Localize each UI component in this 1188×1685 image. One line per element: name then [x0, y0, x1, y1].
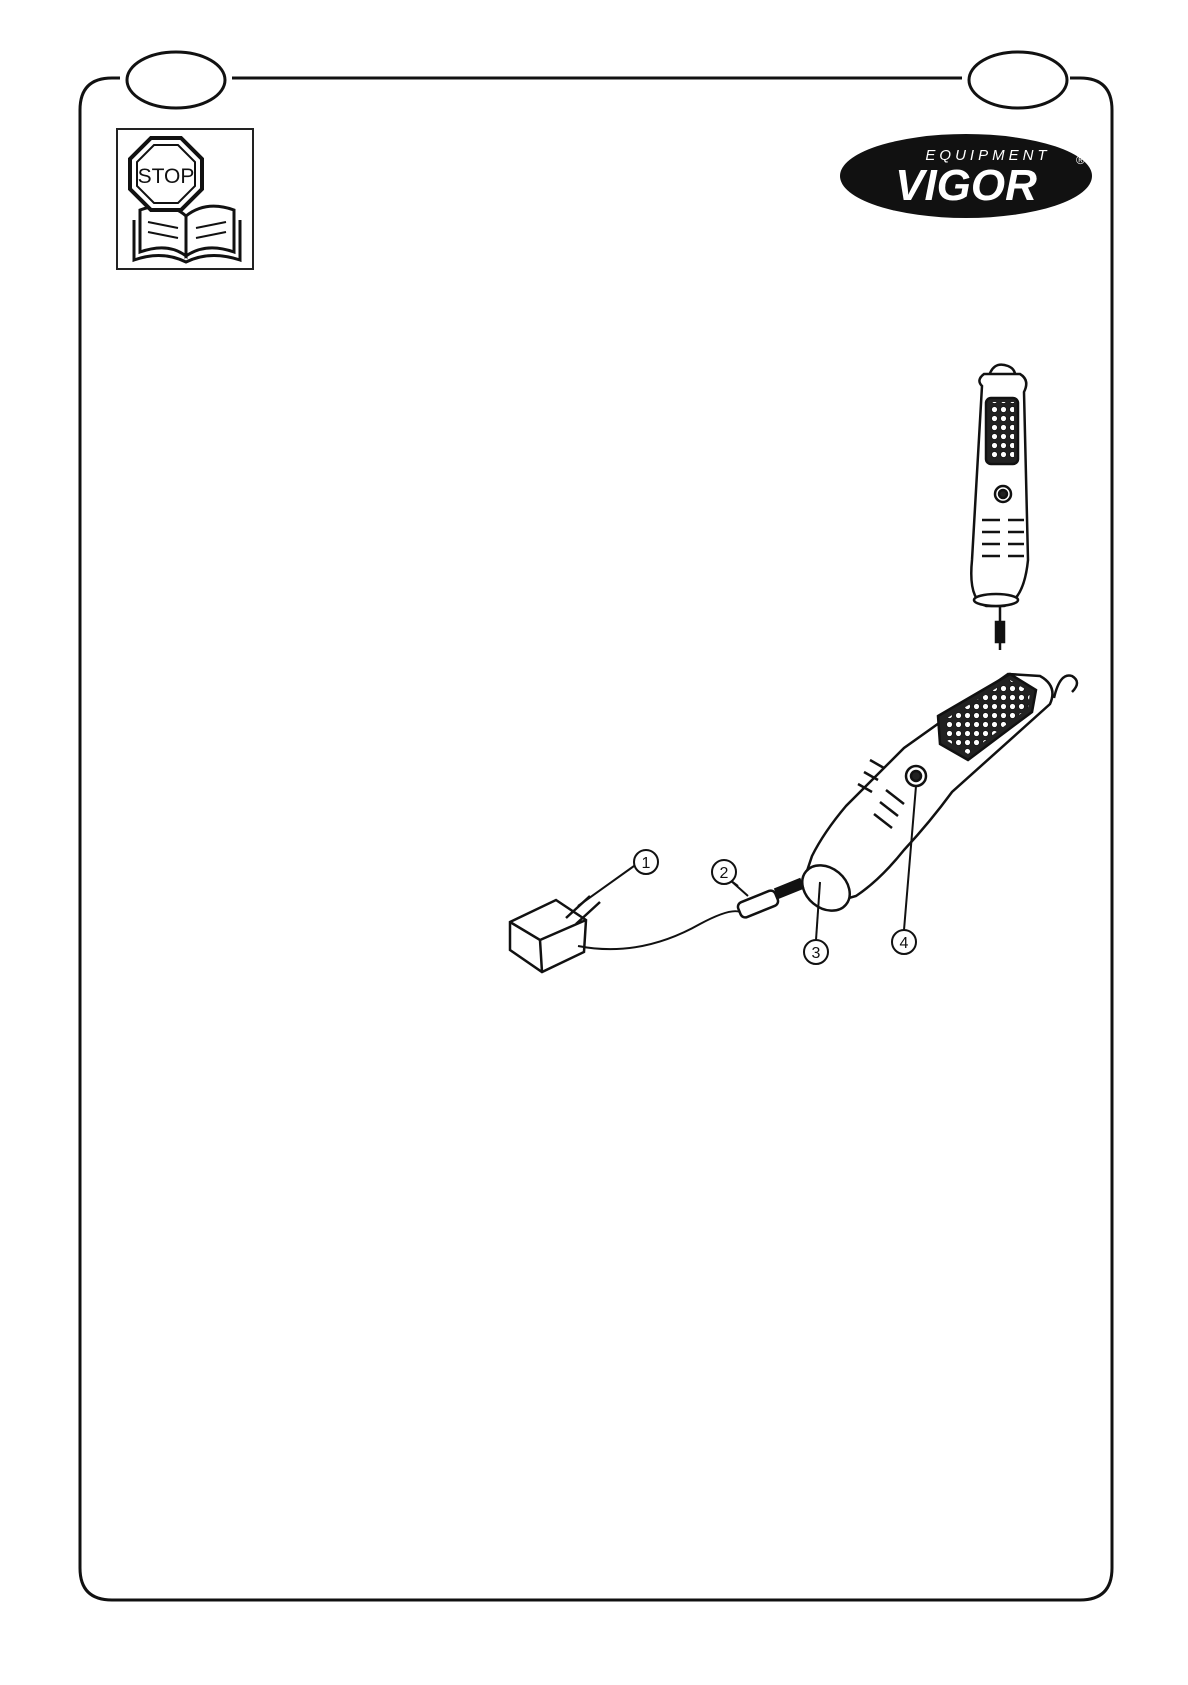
lamp-upright	[971, 365, 1028, 650]
callout-4-number: 4	[900, 935, 909, 952]
lamp-diagonal	[793, 674, 1077, 920]
callout-2-number: 2	[720, 865, 729, 882]
callout-1-number: 1	[642, 855, 651, 872]
callout-3-number: 3	[812, 945, 821, 962]
charger-with-cable	[510, 879, 803, 972]
